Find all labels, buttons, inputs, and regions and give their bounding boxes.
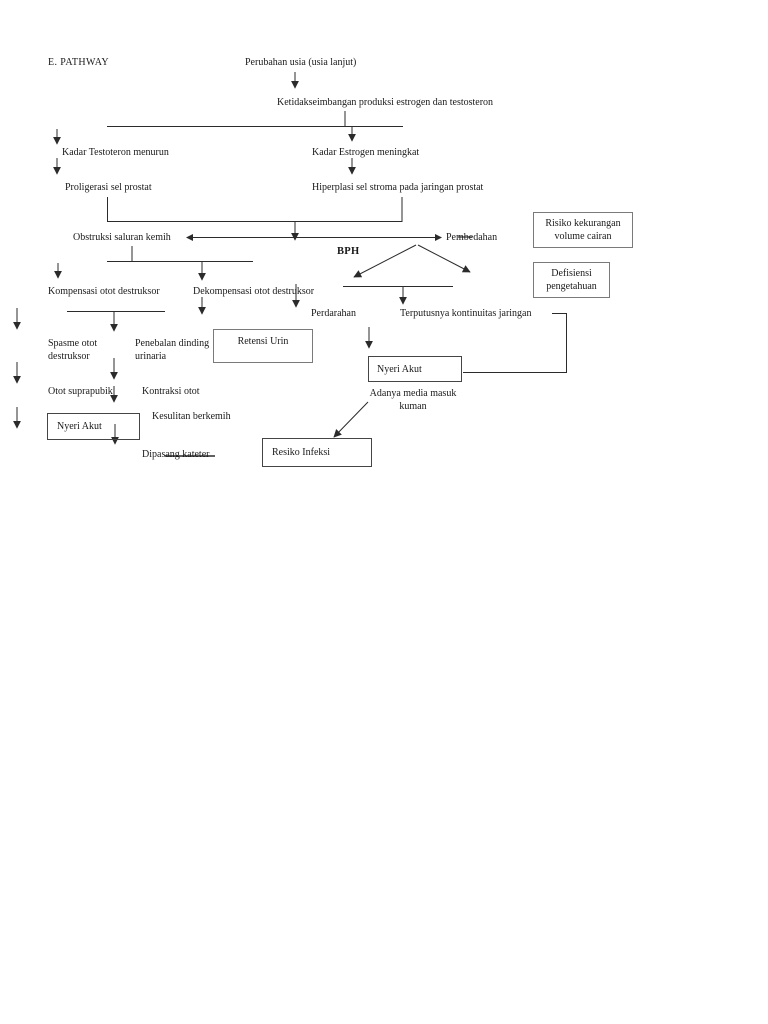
node-bph: BPH [337,246,360,257]
node-penebalan: Penebalan dinding urinaria [135,338,210,362]
node-perubahan-usia: Perubahan usia (usia lanjut) [245,57,357,68]
flowchart-connectors [13,72,567,457]
box-defisiensi: Defisiensi pengetahuan [533,262,610,298]
box-risiko-kekurangan: Risiko kekurangan volume cairan [533,212,633,248]
box-resiko-infeksi-label: Resiko Infeksi [272,447,331,458]
node-hiperplasi: Hiperplasi sel stroma pada jaringan pros… [312,182,484,193]
node-kadar-estrogen: Kadar Estrogen meningkat [312,147,420,158]
node-terputusnya: Terputusnya kontinuitas jaringan [400,308,532,319]
box-nyeri-akut-right-label: Nyeri Akut [377,364,422,375]
node-adanya-media: Adanya media masuk kuman [369,388,457,412]
node-perdarahan: Perdarahan [311,308,356,319]
node-dekompensasi: Dekompensasi otot destruksor [193,286,315,297]
node-kompensasi: Kompensasi otot destruksor [48,286,160,297]
node-kesulitan-berkemih: Kesulitan berkemih [152,411,231,422]
box-nyeri-akut-right: Nyeri Akut [368,356,462,382]
box-retensi-urin: Retensi Urin [213,329,313,363]
pembedahan-overprint-artifact [458,236,472,238]
box-defisiensi-label: Defisiensi pengetahuan [546,268,597,292]
node-kadar-testoteron: Kadar Testoteron menurun [62,147,169,158]
page-heading: E. PATHWAY [48,57,110,68]
box-resiko-infeksi: Resiko Infeksi [262,438,372,467]
node-ketidakseimbangan: Ketidakseimbangan produksi estrogen dan … [277,97,494,108]
box-retensi-urin-label: Retensi Urin [237,336,289,347]
box-risiko-kekurangan-label: Risiko kekurangan volume cairan [545,218,621,242]
node-proligerasi: Proligerasi sel prostat [65,182,152,193]
node-otot-suprapubik: Otot suprapubik [48,386,113,397]
box-nyeri-akut-left: Nyeri Akut [47,413,140,440]
node-kontraksi-otot: Kontraksi otot [142,386,200,397]
node-dipasang-kateter: Dipasang kateter [142,449,210,460]
node-obstruksi: Obstruksi saluran kemih [73,232,171,243]
node-pembedahan: Pembedahan [446,232,497,244]
box-nyeri-akut-left-label: Nyeri Akut [57,421,102,432]
node-spasme: Spasme otot destruksor [48,338,98,362]
